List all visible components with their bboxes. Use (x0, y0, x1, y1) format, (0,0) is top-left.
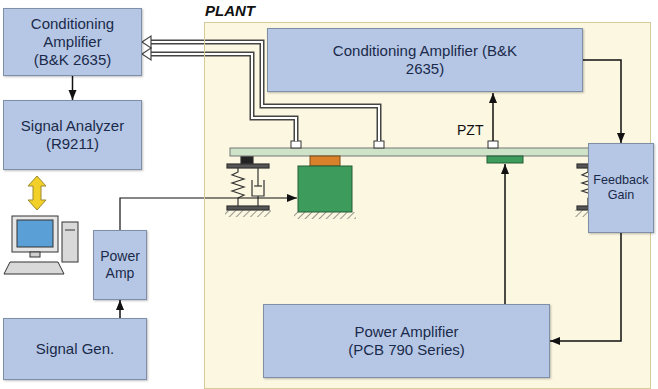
conditioning-amplifier-box: Conditioning Amplifier (B&K 2635) (3, 8, 142, 76)
sensor (291, 141, 301, 148)
pzt-patch (487, 156, 523, 163)
power-amplifier-box: Power Amplifier (PCB 790 Series) (263, 304, 550, 378)
beam (230, 148, 630, 156)
power-amp-box: Power Amp (93, 230, 147, 300)
box-label: Power Amp (97, 248, 143, 282)
connector-arrow (72, 76, 74, 100)
signal-analyzer-box: Signal Analyzer (R9211) (3, 100, 142, 170)
sensor (488, 141, 498, 148)
connector-arrow (119, 300, 121, 318)
plant-ground (204, 22, 651, 389)
signal-arrow (504, 164, 506, 304)
box-label: Signal Gen. (36, 340, 114, 358)
box-label: Conditioning Amplifier (B&K 2635) (25, 15, 120, 69)
drive-wire (120, 198, 297, 230)
plant-region: PLANTConditioning Amplifier (B&K 2635)Po… (204, 22, 651, 389)
box-label: Feedback Gain (592, 173, 650, 203)
conditioning-amplifier-box: Conditioning Amplifier (B&K 2635) (267, 28, 583, 92)
box-label: Conditioning Amplifier (B&K 2635) (325, 42, 525, 78)
signal-generator-box: Signal Gen. (3, 318, 147, 380)
sensor (374, 141, 384, 148)
part-label: PZT (457, 122, 483, 139)
box-label: Signal Analyzer (R9211) (13, 117, 133, 153)
connector-arrow (583, 60, 621, 143)
shaker (298, 166, 352, 212)
connector-arrow (550, 233, 621, 341)
box-label: Power Amplifier (PCB 790 Series) (337, 323, 477, 359)
shaker-ground (294, 212, 356, 219)
left-support (225, 156, 271, 217)
feedback-gain-box: Feedback Gain (588, 143, 654, 233)
computer-icon (4, 216, 78, 274)
shaker-head (310, 156, 340, 166)
signal-arrow (492, 93, 494, 141)
data-link-arrow (28, 176, 46, 210)
region-heading: PLANT (205, 2, 255, 19)
